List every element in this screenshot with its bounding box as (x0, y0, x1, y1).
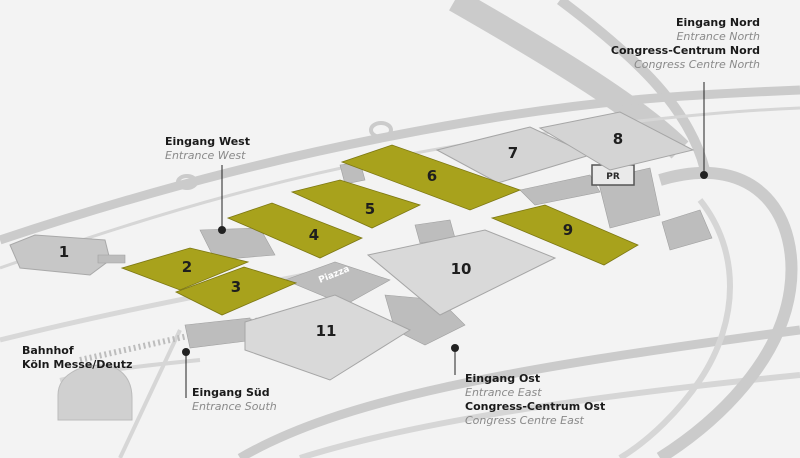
station-line2: Köln Messe/Deutz (22, 358, 133, 371)
hall-5-shape (290, 179, 422, 229)
entrance-north-marker-icon (700, 171, 708, 179)
hall-10-shape (366, 229, 557, 316)
entrance-west-de: Eingang West (165, 135, 250, 148)
hall-6-label: 6 (427, 167, 437, 185)
hall-11-shape (244, 294, 412, 381)
hall-10-label: 10 (451, 260, 472, 278)
entrance-west-marker-icon (218, 226, 226, 234)
hall-7-label: 7 (508, 144, 518, 162)
hall-9-label: 9 (563, 221, 573, 239)
entrance-south-marker-icon (182, 348, 190, 356)
railway-track (79, 317, 261, 363)
entrance-west-en: Entrance West (165, 149, 246, 162)
congress-east-en: Congress Centre East (465, 414, 584, 427)
hall-1-label: 1 (59, 243, 69, 261)
yellow-halls (120, 144, 639, 316)
congress-north-en: Congress Centre North (634, 58, 760, 71)
hall-3-label: 3 (231, 278, 241, 296)
entrance-markers (185, 82, 705, 398)
entrance-east-en: Entrance East (465, 386, 542, 399)
entrance-west-label: Eingang West Entrance West (165, 135, 250, 163)
hall-11-label: 11 (316, 322, 337, 340)
station-tunnel (57, 364, 133, 421)
entrance-east-label: Eingang Ost Entrance East Congress-Centr… (465, 372, 605, 428)
congress-north-de: Congress-Centrum Nord (610, 44, 760, 57)
parking-label: PR (606, 172, 620, 182)
entrance-south-en: Entrance South (192, 400, 277, 413)
entrance-north-de: Eingang Nord (675, 16, 760, 29)
entrance-south-label: Eingang Süd Entrance South (192, 386, 277, 414)
hall-4-shape (226, 202, 364, 259)
hall-5-label: 5 (365, 200, 375, 218)
entrance-north-en: Entrance North (676, 30, 760, 43)
station-line1: Bahnhof (22, 344, 74, 357)
hall-2-label: 2 (182, 258, 192, 276)
hall-6-shape (340, 144, 522, 211)
entrance-east-marker-icon (451, 344, 459, 352)
roundabouts (176, 121, 393, 190)
hall-9-shape (490, 204, 639, 266)
entrance-south-de: Eingang Süd (192, 386, 270, 399)
hall-numbers: 1 2 3 4 5 6 7 8 9 10 11 (59, 130, 623, 340)
hall-2-shape (120, 247, 250, 291)
hall-4-label: 4 (309, 226, 319, 244)
hall-3-shape (174, 266, 298, 316)
hall-8-shape (538, 111, 695, 171)
congress-east-de: Congress-Centrum Ost (465, 400, 606, 413)
station-label: Bahnhof Köln Messe/Deutz (22, 344, 132, 372)
entrance-north-label: Eingang Nord Entrance North Congress-Cen… (611, 16, 760, 72)
entrance-east-de: Eingang Ost (465, 372, 541, 385)
hall-8-label: 8 (613, 130, 623, 148)
